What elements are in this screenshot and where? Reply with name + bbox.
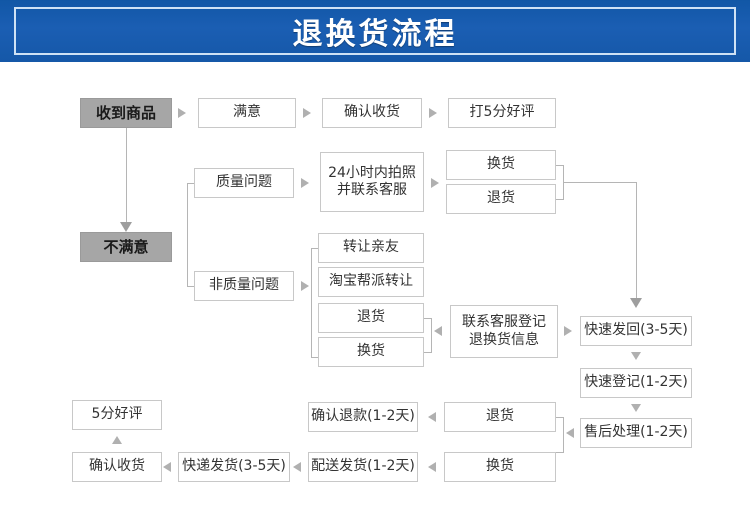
node-fast-register[interactable]: 快速登记(1-2天) — [580, 368, 692, 398]
line-down-to-fast-sendback — [636, 182, 637, 300]
node-return-top[interactable]: 退货 — [446, 184, 556, 214]
arrow-quality-to-photo — [301, 178, 309, 188]
node-exchange-mid[interactable]: 换货 — [318, 337, 424, 367]
node-received-goods[interactable]: 收到商品 — [80, 98, 172, 128]
node-exchange-bottom[interactable]: 换货 — [444, 452, 556, 482]
line-received-to-unsatisfied — [126, 128, 127, 224]
node-contact-service-register[interactable]: 联系客服登记 退换货信息 — [450, 305, 558, 358]
arrow-register-to-aftersales — [631, 404, 641, 412]
banner-inner-border — [14, 7, 736, 55]
node-give-5-star[interactable]: 打5分好评 — [448, 98, 556, 128]
node-confirm-receipt-top[interactable]: 确认收货 — [322, 98, 422, 128]
node-confirm-receipt-bottom[interactable]: 确认收货 — [72, 452, 162, 482]
node-not-satisfied[interactable]: 不满意 — [80, 232, 172, 262]
bracket-mid-return-stub — [424, 318, 432, 319]
bracket-top-return-stub — [556, 199, 564, 200]
node-satisfied[interactable]: 满意 — [198, 98, 296, 128]
bracket-options-bottom-stub — [311, 357, 318, 358]
bracket-issue-split-vertical — [187, 183, 188, 286]
arrow-photo-to-exchange-return — [431, 178, 439, 188]
node-quality-issue[interactable]: 质量问题 — [194, 168, 294, 198]
arrow-nonquality-to-options — [301, 281, 309, 291]
arrow-confirm-receipt-to-review — [112, 436, 122, 444]
bracket-issue-top-stub — [187, 183, 194, 184]
node-non-quality-issue[interactable]: 非质量问题 — [194, 271, 294, 301]
bracket-mid-exchange-stub — [424, 352, 432, 353]
page-header-banner: 退换货流程 — [0, 0, 750, 62]
bracket-bottom-return-stub — [556, 417, 564, 418]
node-five-star-review[interactable]: 5分好评 — [72, 400, 162, 430]
node-transfer-to-friend[interactable]: 转让亲友 — [318, 233, 424, 263]
arrow-received-to-satisfied — [178, 108, 186, 118]
arrow-confirm-to-review — [429, 108, 437, 118]
arrow-express-to-confirm-receipt — [163, 462, 171, 472]
arrow-exchange-to-delivery — [428, 462, 436, 472]
node-after-sales-process[interactable]: 售后处理(1-2天) — [580, 418, 692, 448]
node-return-mid[interactable]: 退货 — [318, 303, 424, 333]
arrow-satisfied-to-confirm — [303, 108, 311, 118]
bracket-mid-merge-vertical — [431, 318, 432, 353]
arrow-sendback-to-register — [631, 352, 641, 360]
bracket-issue-bottom-stub — [187, 286, 194, 287]
node-exchange-top[interactable]: 换货 — [446, 150, 556, 180]
node-return-bottom[interactable]: 退货 — [444, 402, 556, 432]
bracket-bottom-merge-vertical — [563, 417, 564, 452]
node-delivery-ship[interactable]: 配送发货(1-2天) — [308, 452, 418, 482]
arrow-down-to-fast-sendback — [630, 298, 642, 308]
arrow-service-to-mid-options — [434, 326, 442, 336]
node-confirm-refund[interactable]: 确认退款(1-2天) — [308, 402, 418, 432]
bracket-options-top-stub — [311, 248, 318, 249]
bracket-bottom-exchange-stub — [556, 452, 564, 453]
node-taobao-group-transfer[interactable]: 淘宝帮派转让 — [318, 267, 424, 297]
page-title: 退换货流程 — [292, 17, 458, 52]
node-express-ship[interactable]: 快递发货(3-5天) — [178, 452, 290, 482]
line-top-merge-to-right-column — [563, 182, 636, 183]
arrow-service-to-fast-sendback — [564, 326, 572, 336]
node-photo-within-24h[interactable]: 24小时内拍照 并联系客服 — [320, 152, 424, 212]
arrow-received-to-unsatisfied — [120, 222, 132, 232]
bracket-options-vertical — [311, 248, 312, 358]
arrow-aftersales-to-bottom-options — [566, 428, 574, 438]
bracket-top-exchange-stub — [556, 165, 564, 166]
arrow-delivery-to-express — [293, 462, 301, 472]
node-fast-send-back[interactable]: 快速发回(3-5天) — [580, 316, 692, 346]
arrow-return-to-refund — [428, 412, 436, 422]
